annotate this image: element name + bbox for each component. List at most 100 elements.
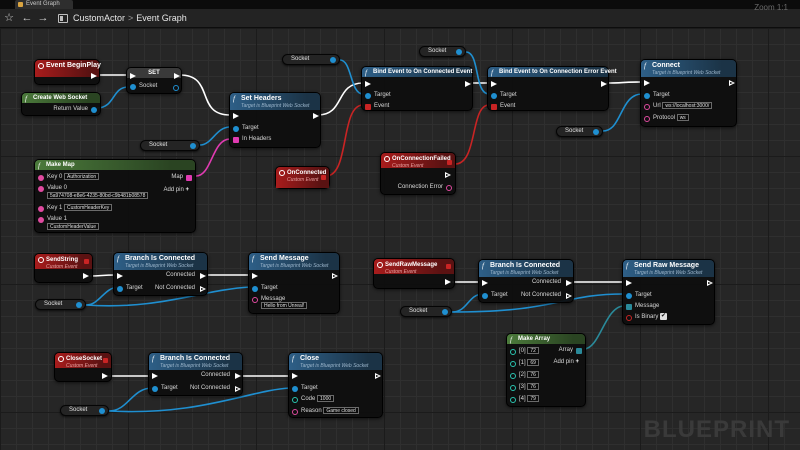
is-binary-pin[interactable] [626, 314, 632, 321]
exec-out-pin[interactable] [729, 80, 735, 86]
star-icon[interactable]: ☆ [4, 12, 14, 24]
url-input[interactable]: ws://localhost:3000/ [662, 102, 713, 109]
not-connected-exec-pin[interactable] [566, 293, 572, 299]
value1-input[interactable]: CustomHeaderValue [47, 223, 100, 230]
return-value-pin[interactable] [91, 106, 97, 113]
code-input[interactable]: 1000 [317, 395, 335, 402]
socket-variable-node[interactable]: Socket [400, 306, 452, 317]
socket-variable-node[interactable]: Socket [419, 46, 466, 57]
exec-in-pin[interactable] [252, 273, 258, 279]
target-pin[interactable] [482, 292, 488, 299]
url-pin[interactable] [644, 103, 650, 110]
reason-input[interactable]: Game closed [323, 407, 359, 414]
exec-in-pin[interactable] [482, 280, 488, 286]
event-delegate-pin[interactable] [447, 160, 452, 165]
socket-out-pin[interactable] [99, 407, 105, 414]
array-item-input[interactable]: 69 [527, 359, 539, 366]
target-pin[interactable] [152, 385, 158, 392]
forward-arrow-icon[interactable]: → [37, 12, 49, 24]
socket-out-pin[interactable] [173, 85, 179, 91]
socket-variable-node[interactable]: Socket [140, 140, 200, 151]
tab-event-graph[interactable]: Event Graph [15, 0, 73, 9]
socket-variable-node[interactable]: Socket [282, 54, 340, 65]
protocol-pin[interactable] [644, 115, 650, 122]
target-pin[interactable] [233, 125, 239, 132]
value0-input[interactable]: 5a974708-e8e6-4235-80bd-c9b481b08578 [47, 192, 149, 199]
socket-variable-node[interactable]: Socket [556, 126, 603, 137]
key0-pin[interactable] [38, 174, 44, 181]
event-delegate-pin[interactable] [446, 264, 451, 269]
exec-out-pin[interactable] [83, 273, 89, 279]
array-item-pin[interactable] [510, 384, 516, 391]
array-item-pin[interactable] [510, 360, 516, 367]
exec-out-pin[interactable] [91, 72, 97, 79]
socket-variable-node[interactable]: Socket [60, 405, 109, 416]
socket-out-pin[interactable] [190, 142, 196, 149]
back-arrow-icon[interactable]: ← [21, 12, 33, 24]
code-pin[interactable] [292, 396, 298, 403]
map-out-pin[interactable] [186, 174, 192, 181]
target-pin[interactable] [365, 92, 371, 99]
event-delegate-pin[interactable] [103, 358, 108, 363]
socket-out-pin[interactable] [330, 56, 336, 63]
exec-in-pin[interactable] [152, 373, 158, 379]
event-pin[interactable] [491, 103, 497, 110]
exec-in-pin[interactable] [130, 73, 136, 79]
array-item-input[interactable]: 76 [527, 383, 539, 390]
socket-in-pin[interactable] [130, 83, 136, 90]
message-input[interactable]: Hello from Unreal! [261, 302, 308, 309]
event-pin[interactable] [365, 103, 371, 110]
message-pin[interactable] [252, 296, 258, 303]
socket-out-pin[interactable] [442, 308, 448, 315]
array-item-input[interactable]: 76 [527, 371, 539, 378]
breadcrumb-parent[interactable]: CustomActor [73, 13, 126, 23]
target-pin[interactable] [292, 385, 298, 392]
exec-in-pin[interactable] [626, 280, 632, 286]
is-binary-checkbox[interactable]: ✔ [660, 313, 668, 320]
in-headers-pin[interactable] [233, 136, 239, 143]
socket-out-pin[interactable] [456, 48, 462, 55]
socket-out-pin[interactable] [593, 128, 599, 135]
value1-pin[interactable] [38, 216, 44, 223]
exec-out-pin[interactable] [375, 373, 381, 379]
message-array-pin[interactable] [626, 303, 632, 310]
exec-in-pin[interactable] [292, 373, 298, 379]
array-item-pin[interactable] [510, 396, 516, 403]
exec-out-pin[interactable] [465, 81, 471, 87]
exec-in-pin[interactable] [233, 113, 239, 119]
exec-in-pin[interactable] [644, 80, 650, 86]
key1-pin[interactable] [38, 205, 44, 212]
node-event-beginplay[interactable]: Event BeginPlay [34, 59, 101, 85]
connected-exec-pin[interactable] [200, 273, 206, 279]
exec-out-pin[interactable] [445, 279, 451, 285]
key1-input[interactable]: CustomHeaderKey [64, 204, 113, 211]
exec-out-pin[interactable] [332, 273, 338, 279]
exec-out-pin[interactable] [313, 113, 319, 119]
exec-in-pin[interactable] [491, 81, 497, 87]
socket-out-pin[interactable] [76, 301, 82, 308]
exec-in-pin[interactable] [117, 273, 123, 279]
array-item-input[interactable]: 79 [527, 395, 539, 402]
array-item-pin[interactable] [510, 372, 516, 379]
connected-exec-pin[interactable] [235, 373, 241, 379]
event-delegate-pin[interactable] [84, 259, 89, 264]
connected-exec-pin[interactable] [566, 280, 572, 286]
target-pin[interactable] [626, 292, 632, 299]
array-item-input[interactable]: 72 [527, 347, 539, 354]
value0-pin[interactable] [38, 185, 44, 192]
